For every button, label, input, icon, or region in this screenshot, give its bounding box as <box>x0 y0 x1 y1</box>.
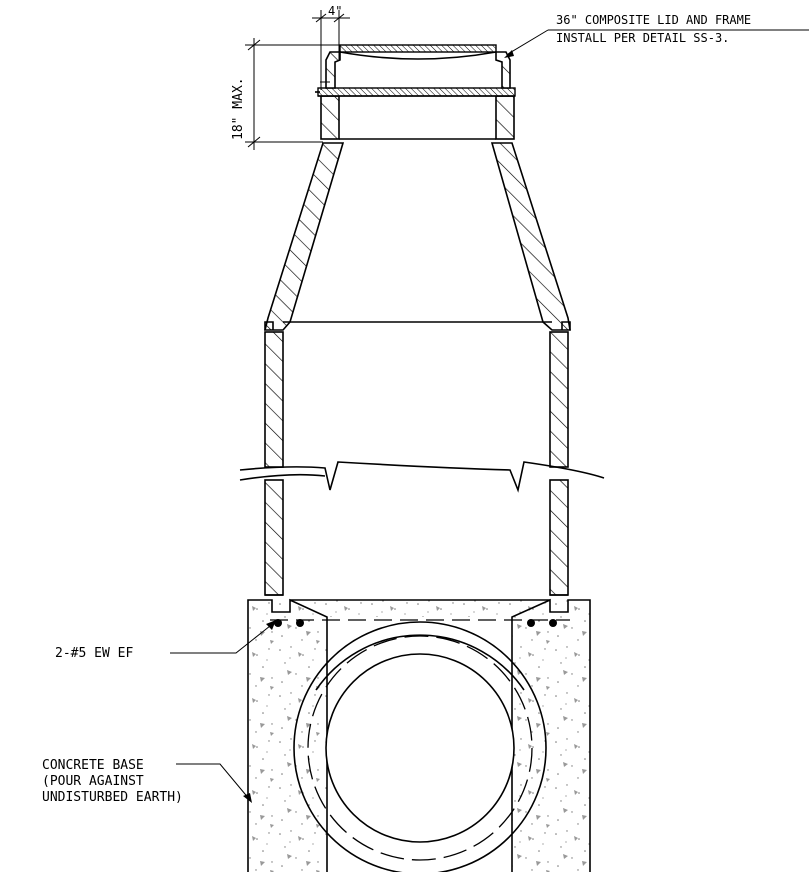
lid-callout: 36" COMPOSITE LID AND FRAME INSTALL PER … <box>504 13 809 58</box>
break-line <box>239 461 605 493</box>
base-callout: CONCRETE BASE (POUR AGAINST UNDISTURBED … <box>42 758 252 805</box>
pipe-outlet <box>293 621 547 872</box>
concrete-base <box>247 598 591 872</box>
base-label-line1: CONCRETE BASE <box>42 758 144 773</box>
lid-callout-line2: INSTALL PER DETAIL SS-3. <box>556 31 729 45</box>
adjustment-riser <box>315 87 516 140</box>
base-label-line2: (POUR AGAINST <box>42 774 144 789</box>
cone-section <box>263 142 571 331</box>
lower-barrel <box>264 331 569 596</box>
dim-height-label: 18" MAX. <box>231 77 246 140</box>
rebar-label: 2-#5 EW EF <box>55 646 133 661</box>
dim-width-label: 4" <box>328 4 342 18</box>
composite-lid-frame <box>320 44 511 89</box>
rebar-line <box>270 619 570 627</box>
base-label-line3: UNDISTURBED EARTH) <box>42 790 183 805</box>
lid-callout-line1: 36" COMPOSITE LID AND FRAME <box>556 13 751 27</box>
dimension-width: 4" <box>312 4 350 90</box>
dimension-height: 18" MAX. <box>231 38 340 150</box>
rebar-callout: 2-#5 EW EF <box>55 620 276 661</box>
